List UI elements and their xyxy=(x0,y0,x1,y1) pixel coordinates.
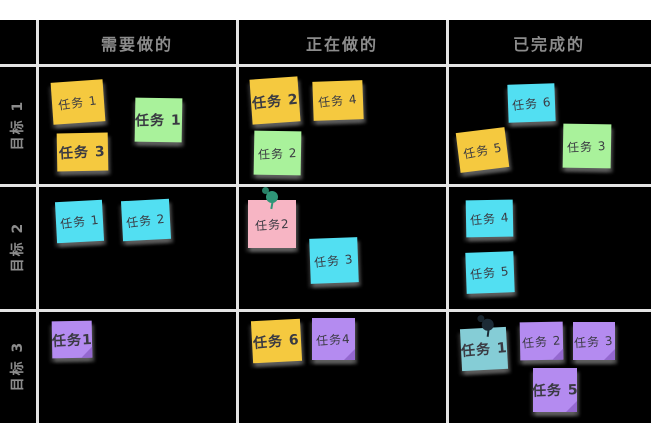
sticky-note-label: 任务 6 xyxy=(252,331,301,352)
grid-line-horizontal-1 xyxy=(0,64,651,67)
sticky-note-label: 任务 1 xyxy=(59,212,100,232)
board-table: 任务 1 任务 3 任务 1 任务 2 任务 4 任务 2 任务 6 任务 5 … xyxy=(0,20,651,423)
sticky-note-r3c2-b[interactable]: 任务4 xyxy=(312,318,355,360)
sticky-note-label: 任务 2 xyxy=(257,145,298,162)
sticky-note-label: 任务 5 xyxy=(461,139,504,162)
sticky-note-label: 任务 4 xyxy=(469,210,510,228)
grid-line-vertical-3 xyxy=(446,20,449,423)
column-header-done: 已完成的 xyxy=(512,35,586,54)
sticky-note-r1c2-c[interactable]: 任务 2 xyxy=(253,130,302,176)
sticky-note-label: 任务 1 xyxy=(135,112,182,130)
sticky-note-r1c3-a[interactable]: 任务 6 xyxy=(507,83,556,123)
sticky-note-r2c1-b[interactable]: 任务 2 xyxy=(120,198,172,242)
sticky-note-r3c3-d[interactable]: 任务 5 xyxy=(531,368,579,412)
sticky-note-r2c1-a[interactable]: 任务 1 xyxy=(54,199,105,244)
grid-line-horizontal-2 xyxy=(0,184,651,187)
sticky-note-label: 任务 3 xyxy=(566,138,608,155)
sticky-note-r2c3-b[interactable]: 任务 5 xyxy=(465,251,515,294)
sticky-note-r2c2-a[interactable]: 任务2 xyxy=(248,187,296,248)
sticky-note-r3c3-a[interactable]: 任务 1 xyxy=(459,318,509,372)
sticky-note-r1c2-a[interactable]: 任务 2 xyxy=(249,76,301,125)
sticky-note-label: 任务 3 xyxy=(573,333,615,350)
sticky-note-label: 任务 3 xyxy=(58,143,107,163)
green-pushpin-icon xyxy=(262,187,278,203)
column-header-todo: 需要做的 xyxy=(100,35,174,54)
grid-line-horizontal-3 xyxy=(0,309,651,312)
sticky-note-r3c2-a[interactable]: 任务 6 xyxy=(250,318,303,364)
sticky-note-label: 任务2 xyxy=(254,216,290,233)
sticky-note-label: 任务 2 xyxy=(125,211,167,230)
sticky-note-r1c3-c[interactable]: 任务 3 xyxy=(562,123,612,169)
sticky-note-label: 任务1 xyxy=(51,331,93,350)
sticky-note-r1c2-b[interactable]: 任务 4 xyxy=(312,80,364,121)
sticky-note-label: 任务 1 xyxy=(57,92,99,113)
sticky-note-r1c3-b[interactable]: 任务 5 xyxy=(455,127,510,173)
sticky-note-label: 任务 2 xyxy=(251,91,300,112)
sticky-note-label: 任务 5 xyxy=(469,263,511,283)
sticky-note-r1c1-a[interactable]: 任务 1 xyxy=(50,79,106,125)
sticky-note-r1c1-b[interactable]: 任务 3 xyxy=(56,132,109,172)
sticky-note-r3c3-c[interactable]: 任务 3 xyxy=(573,322,615,360)
sticky-note-label: 任务 3 xyxy=(313,251,355,271)
column-header-doing: 正在做的 xyxy=(305,35,379,54)
sticky-note-label: 任务 1 xyxy=(460,339,509,360)
row-header-goal-3: 目标 3 xyxy=(10,340,26,392)
row-header-goal-2: 目标 2 xyxy=(10,221,26,273)
sticky-note-label: 任务 4 xyxy=(317,91,359,111)
row-header-goal-1: 目标 1 xyxy=(10,99,26,151)
sticky-note-label: 任务4 xyxy=(315,331,352,348)
grid-line-vertical-2 xyxy=(236,20,239,423)
sticky-note-label: 任务 2 xyxy=(521,332,562,351)
sticky-note-r2c3-a[interactable]: 任务 4 xyxy=(465,199,514,238)
sticky-note-label: 任务 5 xyxy=(531,382,579,400)
grid-line-vertical-1 xyxy=(36,20,39,423)
sticky-note-r1c1-c[interactable]: 任务 1 xyxy=(134,97,183,143)
sticky-note-r3c3-b[interactable]: 任务 2 xyxy=(519,321,564,361)
sticky-note-r2c2-b[interactable]: 任务 3 xyxy=(309,237,359,284)
dark-pushpin-icon xyxy=(481,318,494,332)
sticky-note-r3c1-a[interactable]: 任务1 xyxy=(51,320,93,359)
sticky-note-label: 任务 6 xyxy=(511,94,552,113)
